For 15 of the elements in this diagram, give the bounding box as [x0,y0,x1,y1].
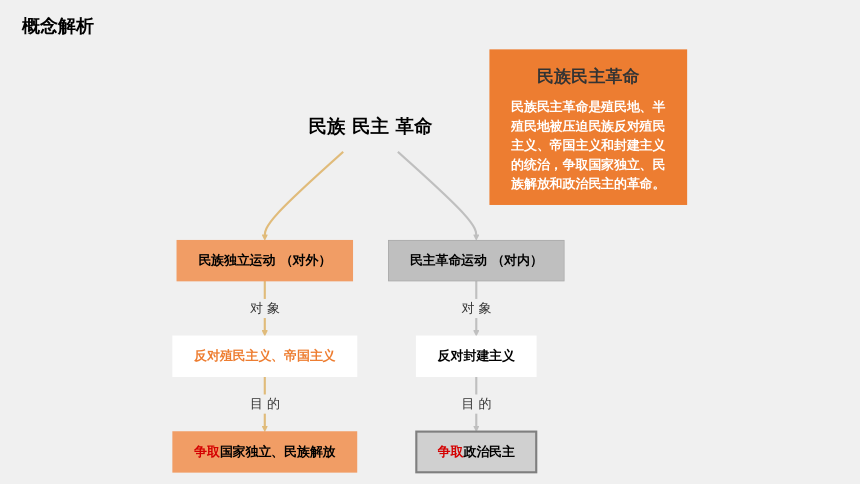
node-box: 民族独立运动 （对外） [176,240,354,282]
node-box: 争取国家独立、民族解放 [172,431,358,473]
edge-label: 对 象 [462,300,492,316]
slide-title: 概念解析 [22,15,94,38]
node-box: 民主革命运动 （对内） [388,240,565,282]
arrow [397,151,480,241]
node-text: 民族 民主 革命 [308,116,433,138]
edge-label: 目 的 [250,396,280,412]
edge-label: 目 的 [462,396,492,412]
edge-label: 对 象 [250,300,280,316]
node-box: 反对封建主义 [416,336,537,377]
node-box: 民族民主革命 民族民主革命是殖民地、半殖民地被压迫民族反对殖民主义、帝国主义和封建主义的统治，争取国家独立、民族解放和政治民主的革命。 [490,49,688,205]
arrow [262,151,344,241]
node-box: 争取政治民主 [416,430,538,474]
node-box: 反对殖民主义、帝国主义 [172,336,358,377]
